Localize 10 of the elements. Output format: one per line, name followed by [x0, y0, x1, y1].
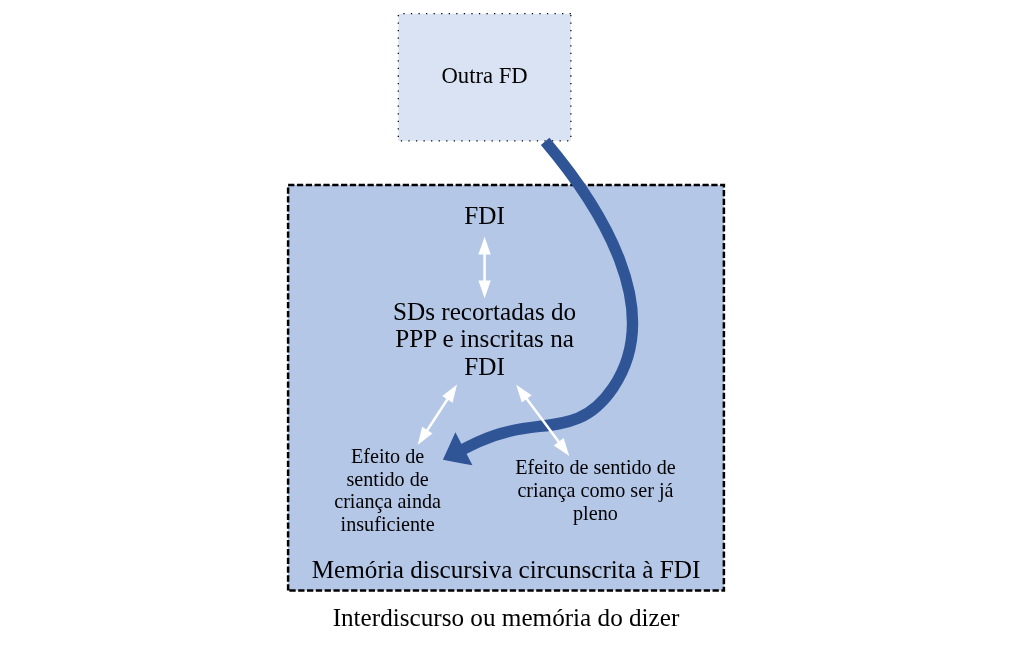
- arrow: [515, 384, 569, 456]
- node-text: SDs recortadas do PPP e inscritas na FDI: [392, 297, 576, 381]
- arrow: [442, 137, 638, 466]
- node-text: FDI: [463, 201, 505, 229]
- node-text: Efeito de sentido de criança como ser já pleno: [514, 456, 676, 524]
- node-box: Outra FD: [397, 13, 571, 142]
- caption: Interdiscurso ou memória do dizer: [332, 603, 679, 631]
- node-text: Efeito de sentido de criança ainda insuficiente: [333, 445, 441, 536]
- arrow: [477, 236, 491, 299]
- arrow: [417, 384, 457, 445]
